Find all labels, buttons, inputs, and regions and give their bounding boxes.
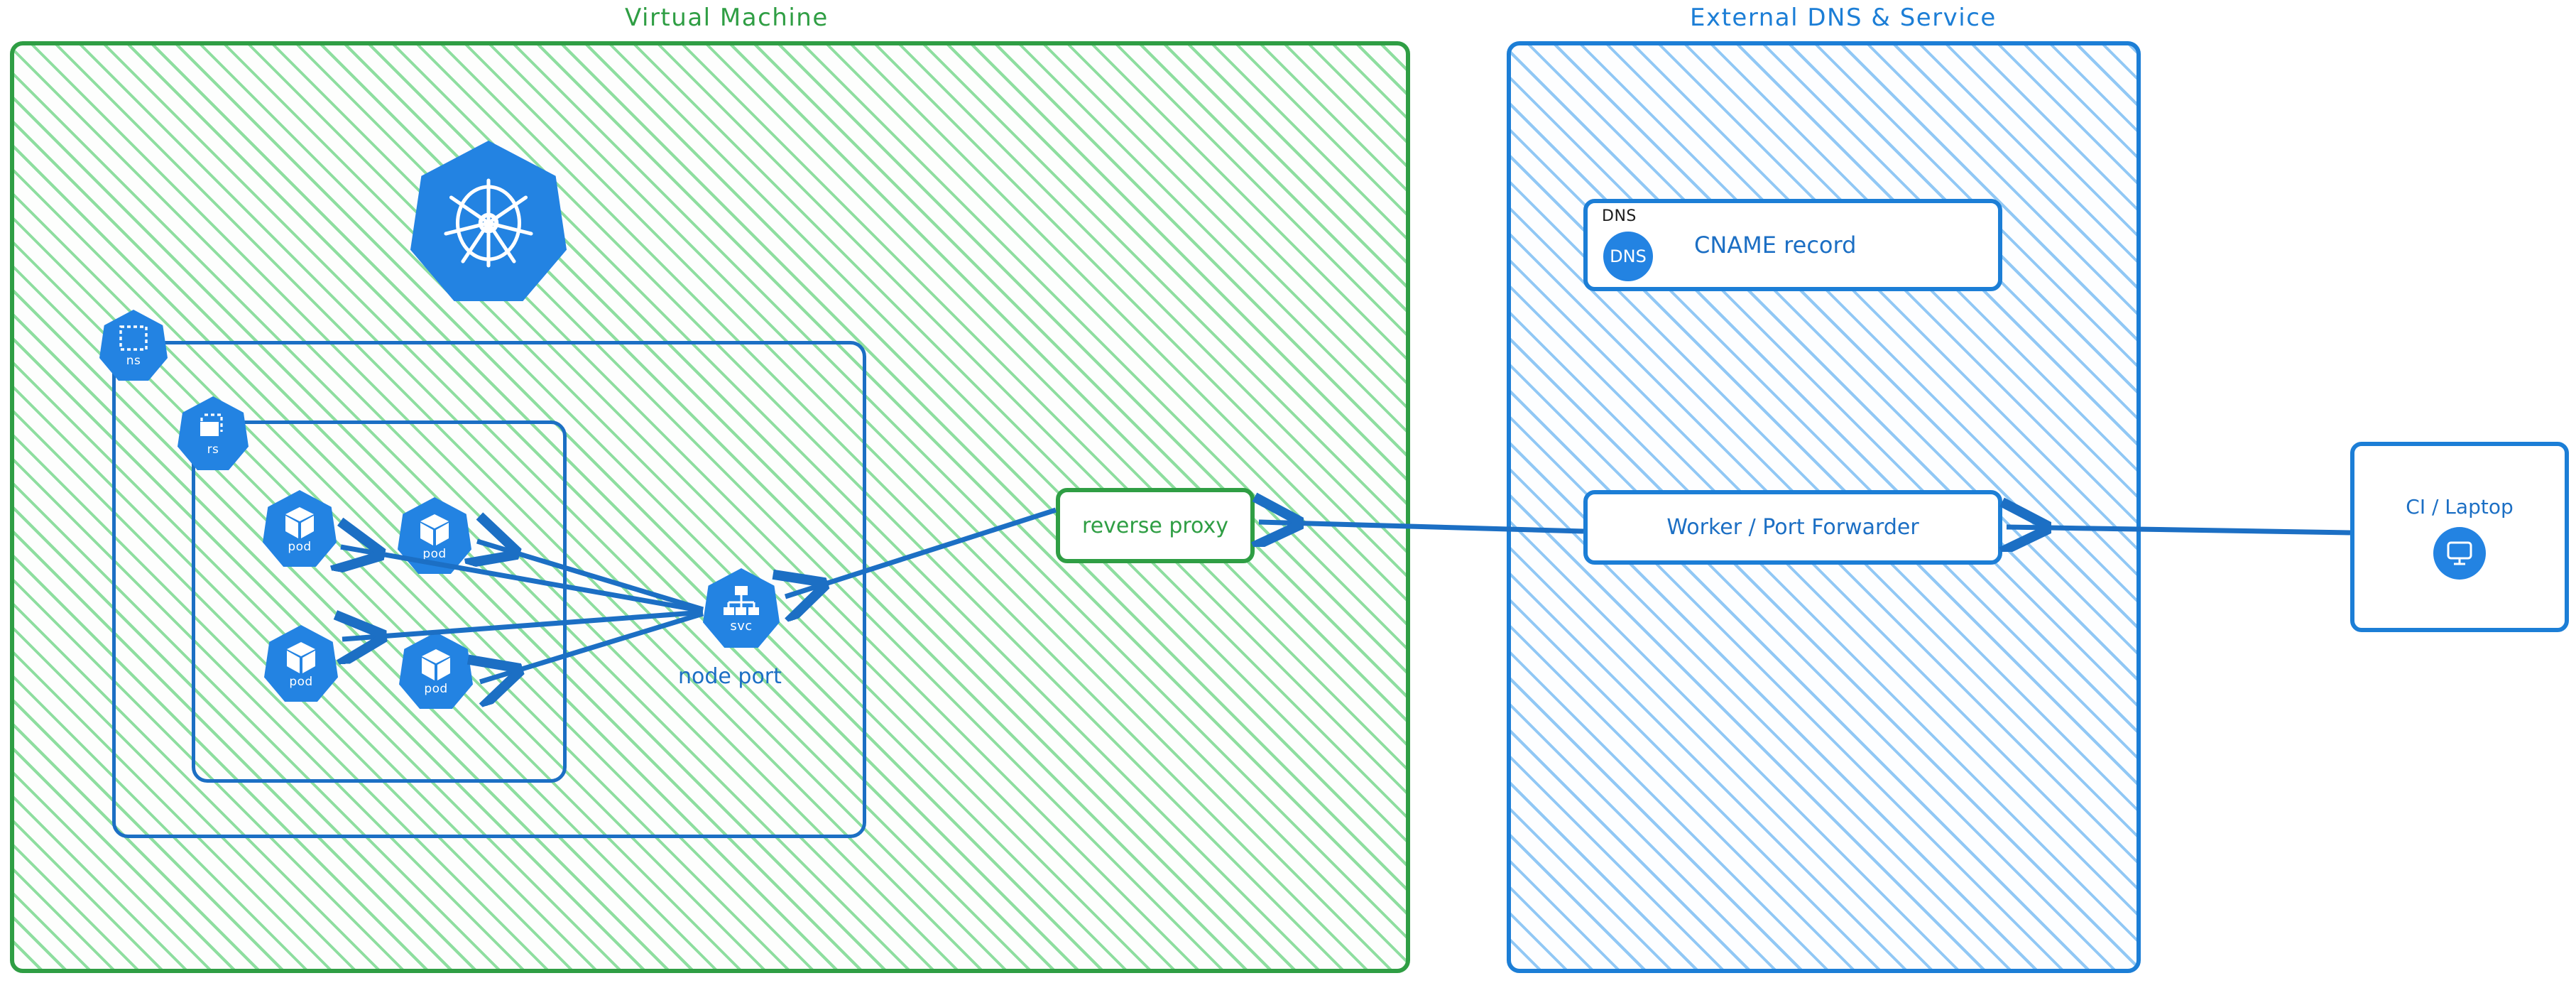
- service-label: svc: [730, 618, 753, 634]
- desktop-monitor-icon: [2433, 526, 2486, 580]
- replicaset-stacked-boxes-glyph: [200, 413, 223, 436]
- pod-cube-glyph: [285, 506, 314, 538]
- node-port-caption: node port: [678, 664, 782, 689]
- vm-zone-title: Virtual Machine: [625, 4, 829, 32]
- ci-laptop-box[interactable]: CI / Laptop: [2350, 442, 2569, 632]
- pod-cube-glyph: [422, 648, 450, 680]
- cname-record-label: CNAME record: [1694, 232, 1857, 259]
- namespace-label: ns: [126, 354, 141, 368]
- pod-cube-glyph: [287, 641, 315, 673]
- service-hierarchy-glyph: [724, 585, 759, 615]
- pod-label: pod: [288, 539, 312, 554]
- worker-port-forwarder-box[interactable]: Worker / Port Forwarder: [1583, 490, 2002, 565]
- pod-label: pod: [422, 546, 447, 561]
- replicaset-label: rs: [207, 442, 219, 457]
- reverse-proxy-box[interactable]: reverse proxy: [1056, 488, 1255, 563]
- reverse-proxy-label: reverse proxy: [1082, 513, 1228, 538]
- namespace-dashed-square-glyph: [119, 325, 148, 351]
- worker-port-forwarder-label: Worker / Port Forwarder: [1666, 515, 1919, 540]
- dns-record-box[interactable]: DNS DNS CNAME record: [1583, 199, 2002, 291]
- pod-cube-glyph: [420, 514, 449, 545]
- monitor-glyph: [2447, 541, 2472, 565]
- replicaset-boundary-box: [192, 420, 567, 783]
- dns-badge-icon: DNS: [1603, 232, 1653, 281]
- pod-label: pod: [424, 681, 448, 696]
- external-zone-title: External DNS & Service: [1690, 4, 1997, 32]
- dns-kind-label: DNS: [1602, 207, 1637, 225]
- ci-laptop-label: CI / Laptop: [2406, 494, 2514, 518]
- pod-label: pod: [289, 674, 313, 689]
- kubernetes-helm-glyph: [444, 178, 533, 268]
